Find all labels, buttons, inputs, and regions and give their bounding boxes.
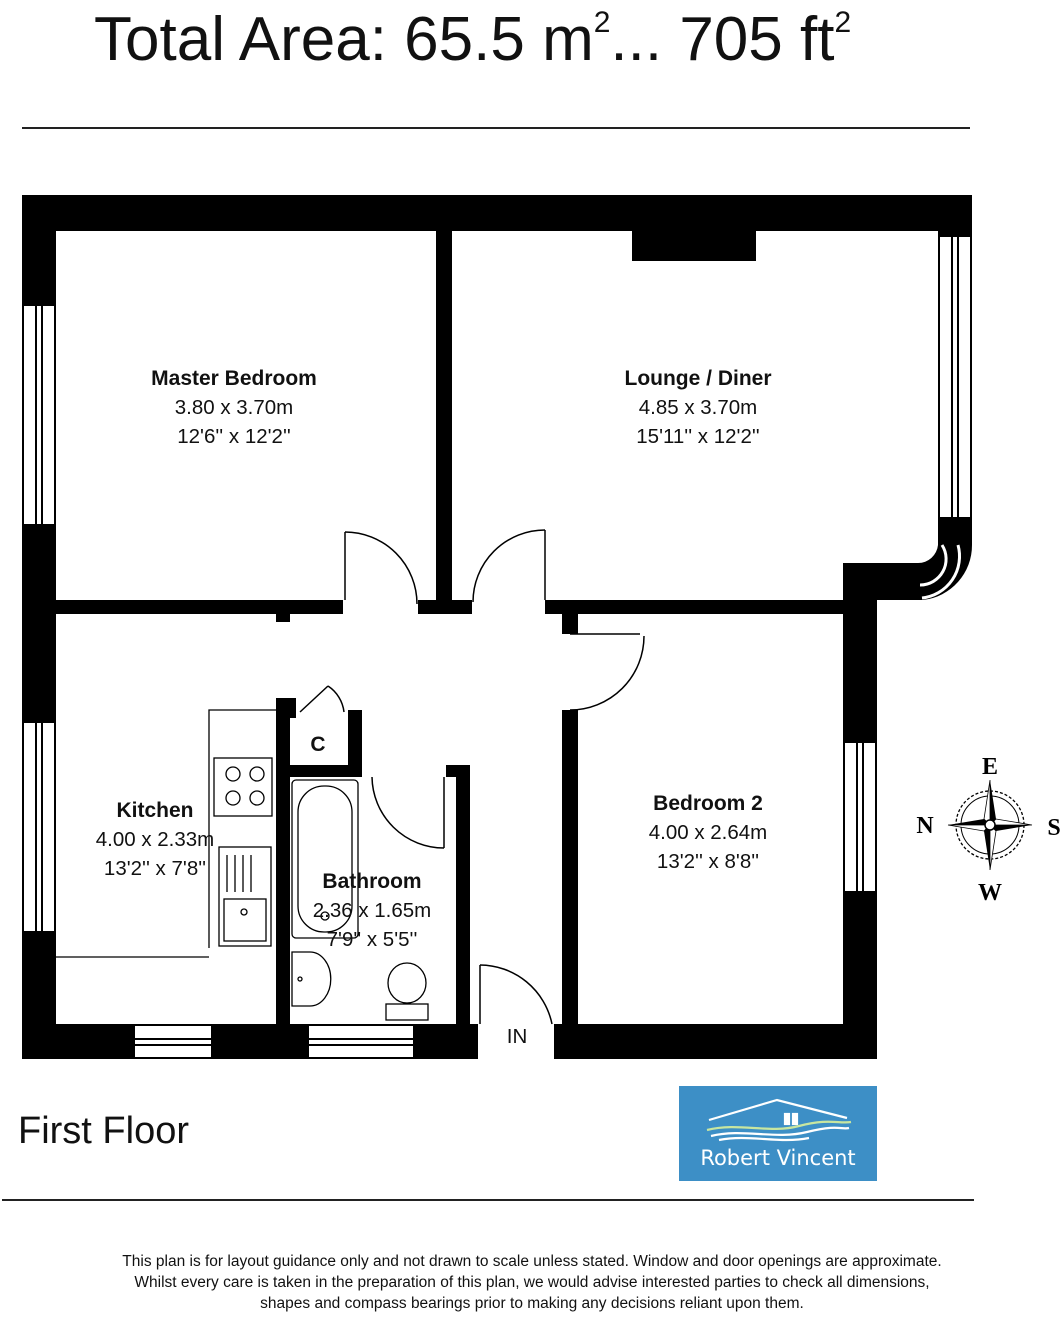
entrance-label: IN (507, 1025, 528, 1048)
room-imperial-bedroom-2: 13'2'' x 8'8'' (657, 850, 759, 873)
doors (299, 529, 645, 1025)
room-name-kitchen: Kitchen (116, 799, 193, 822)
room-name-master-bedroom: Master Bedroom (151, 367, 317, 390)
room-metric-lounge: 4.85 x 3.70m (639, 396, 758, 419)
compass-north-label: N (916, 813, 934, 839)
room-imperial-bathroom: 7'9'' x 5'5'' (327, 928, 418, 951)
disclaimer-line-2: Whilst every care is taken in the prepar… (134, 1274, 930, 1291)
compass-rose-icon: E N S W (916, 754, 1060, 906)
sink-icon (218, 846, 272, 947)
disclaimer: This plan is for layout guidance only an… (0, 1251, 1064, 1314)
kitchen-fittings (56, 709, 276, 958)
room-imperial-lounge: 15'11'' x 12'2'' (636, 425, 759, 448)
bay-window (915, 540, 973, 600)
floor-name: First Floor (18, 1110, 189, 1152)
bottom-divider (2, 1199, 974, 1201)
bath-icon (291, 779, 359, 939)
logo-text: Robert Vincent (700, 1146, 856, 1170)
room-labels: Master Bedroom 3.80 x 3.70m 12'6'' x 12'… (96, 367, 772, 1048)
windows (22, 235, 972, 1059)
room-name-bathroom: Bathroom (322, 870, 421, 893)
house-wave-icon (706, 1098, 852, 1142)
disclaimer-line-1: This plan is for layout guidance only an… (122, 1253, 942, 1270)
toilet-icon (387, 962, 427, 1004)
title-sup-2: 2 (834, 6, 852, 39)
room-metric-master-bedroom: 3.80 x 3.70m (175, 396, 294, 419)
compass-east-label: E (982, 754, 998, 780)
total-area-title: Total Area: 65.5 m2... 705 ft2 (94, 4, 851, 75)
walls (22, 195, 972, 1059)
room-name-cupboard: C (310, 733, 325, 756)
compass-west-label: W (978, 880, 1002, 906)
title-prefix: Total Area: 65.5 m (94, 5, 594, 74)
room-metric-bathroom: 2.36 x 1.65m (313, 899, 432, 922)
room-imperial-kitchen: 13'2'' x 7'8'' (104, 857, 206, 880)
floor-plan: Master Bedroom 3.80 x 3.70m 12'6'' x 12'… (22, 195, 1061, 1059)
basin-icon (291, 951, 332, 1007)
title-mid: ... 705 ft (610, 5, 835, 74)
room-metric-bedroom-2: 4.00 x 2.64m (649, 821, 768, 844)
compass-south-label: S (1047, 815, 1060, 841)
disclaimer-line-3: shapes and compass bearings prior to mak… (260, 1295, 804, 1312)
agency-logo: Robert Vincent (679, 1086, 877, 1181)
room-metric-kitchen: 4.00 x 2.33m (96, 828, 215, 851)
room-name-bedroom-2: Bedroom 2 (653, 792, 763, 815)
room-imperial-master-bedroom: 12'6'' x 12'2'' (177, 425, 291, 448)
hob-icon (213, 757, 273, 817)
top-divider (22, 127, 970, 129)
bathroom-fittings (291, 779, 429, 1021)
room-name-lounge: Lounge / Diner (625, 367, 772, 390)
title-sup-1: 2 (593, 6, 611, 39)
